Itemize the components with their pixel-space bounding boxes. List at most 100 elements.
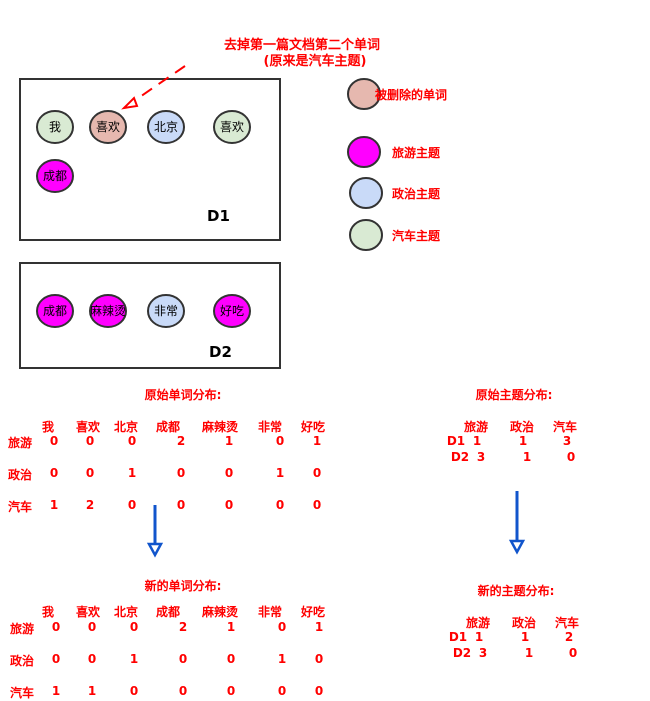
table-cell: 0 — [85, 466, 95, 480]
column-header: 政治 — [511, 616, 537, 630]
row-label: D2 — [452, 646, 472, 660]
table-cell: 1 — [472, 434, 482, 448]
column-header: 喜欢 — [75, 420, 101, 434]
legend-label: 汽车主题 — [392, 229, 441, 243]
column-header: 我 — [41, 605, 55, 619]
column-header: 北京 — [113, 605, 139, 619]
word-label: 成都 — [42, 304, 67, 318]
table-cell: 3 — [476, 450, 486, 464]
row-label: 汽车 — [9, 686, 35, 700]
table-cell: 1 — [224, 434, 234, 448]
word-bubble-politics — [147, 294, 185, 328]
word-label: 非常 — [153, 304, 178, 318]
legend-label: 政治主题 — [392, 187, 441, 201]
table-cell: 0 — [176, 498, 186, 512]
column-header: 喜欢 — [75, 605, 101, 619]
word-label: 我 — [48, 120, 61, 134]
table-cell: 0 — [568, 646, 578, 660]
column-header: 麻辣烫 — [201, 420, 239, 434]
row-label: 旅游 — [7, 436, 33, 450]
table-cell: 2 — [564, 630, 574, 644]
word-label: 北京 — [153, 120, 178, 134]
table-cell: 1 — [314, 620, 324, 634]
column-header: 旅游 — [465, 616, 491, 630]
row-label: 政治 — [7, 468, 33, 482]
table-cell: 0 — [85, 434, 95, 448]
column-header: 汽车 — [552, 420, 578, 434]
word-bubble-travel — [213, 294, 251, 328]
table-cell: 0 — [129, 684, 139, 698]
table-cell: 1 — [518, 434, 528, 448]
word-label: 喜欢 — [219, 120, 244, 134]
table-cell: 1 — [524, 646, 534, 660]
table-cell: 0 — [51, 620, 61, 634]
legend-label: 旅游主题 — [392, 146, 441, 160]
table-cell: 0 — [277, 620, 287, 634]
word-label: 成都 — [42, 169, 67, 183]
table-cell: 3 — [478, 646, 488, 660]
annotation-line-1: 去掉第一篇文档第二个单词 — [223, 38, 381, 53]
column-header: 旅游 — [463, 420, 489, 434]
table-cell: 0 — [129, 620, 139, 634]
column-header: 汽车 — [554, 616, 580, 630]
table-cell: 0 — [127, 434, 137, 448]
table-cell: 0 — [127, 498, 137, 512]
column-header: 北京 — [113, 420, 139, 434]
row-label: 旅游 — [9, 622, 35, 636]
table-cell: 1 — [312, 434, 322, 448]
table-cell: 0 — [178, 652, 188, 666]
legend-swatch-car — [349, 219, 383, 251]
table-cell: 0 — [312, 498, 322, 512]
table-cell: 1 — [129, 652, 139, 666]
column-header: 好吃 — [300, 605, 326, 619]
column-header: 我 — [41, 420, 55, 434]
row-label: 政治 — [9, 654, 35, 668]
word-bubble-politics — [147, 110, 185, 144]
table-cell: 0 — [51, 652, 61, 666]
table-cell: 1 — [275, 466, 285, 480]
table-cell: 0 — [87, 620, 97, 634]
table-cell: 0 — [87, 652, 97, 666]
table-cell: 2 — [85, 498, 95, 512]
document-d1-label: D1 — [207, 207, 230, 225]
word-table-title: 新的单词分布: — [144, 579, 222, 593]
removal-pointer-arrow — [130, 65, 186, 104]
word-label: 喜欢 — [95, 120, 120, 134]
word-bubble-travel — [36, 294, 74, 328]
table-cell: 1 — [87, 684, 97, 698]
table-cell: 0 — [224, 466, 234, 480]
table-cell: 0 — [176, 466, 186, 480]
row-label: D1 — [446, 434, 466, 448]
table-cell: 0 — [275, 498, 285, 512]
word-dist-down-arrowhead — [146, 542, 164, 558]
word-label: 好吃 — [219, 304, 244, 318]
word-bubble-travel — [89, 294, 127, 328]
table-cell: 0 — [226, 652, 236, 666]
column-header: 成都 — [155, 605, 181, 619]
topic-table-title: 新的主题分布: — [477, 584, 555, 598]
column-header: 非常 — [257, 420, 283, 434]
topic-dist-down-arrowhead — [508, 539, 526, 555]
table-cell: 1 — [520, 630, 530, 644]
table-cell: 0 — [224, 498, 234, 512]
table-cell: 1 — [51, 684, 61, 698]
table-cell: 0 — [566, 450, 576, 464]
table-cell: 0 — [178, 684, 188, 698]
legend-swatch-removed — [347, 78, 381, 110]
word-table-title: 原始单词分布: — [144, 388, 222, 402]
table-cell: 2 — [176, 434, 186, 448]
word-bubble-car — [36, 110, 74, 144]
legend-swatch-travel — [347, 136, 381, 168]
table-cell: 0 — [277, 684, 287, 698]
legend-swatch-politics — [349, 177, 383, 209]
column-header: 成都 — [155, 420, 181, 434]
table-cell: 0 — [314, 684, 324, 698]
table-cell: 0 — [226, 684, 236, 698]
table-cell: 1 — [277, 652, 287, 666]
row-label: 汽车 — [7, 500, 33, 514]
table-cell: 0 — [314, 652, 324, 666]
column-header: 麻辣烫 — [201, 605, 239, 619]
table-cell: 3 — [562, 434, 572, 448]
table-cell: 1 — [127, 466, 137, 480]
table-cell: 1 — [522, 450, 532, 464]
